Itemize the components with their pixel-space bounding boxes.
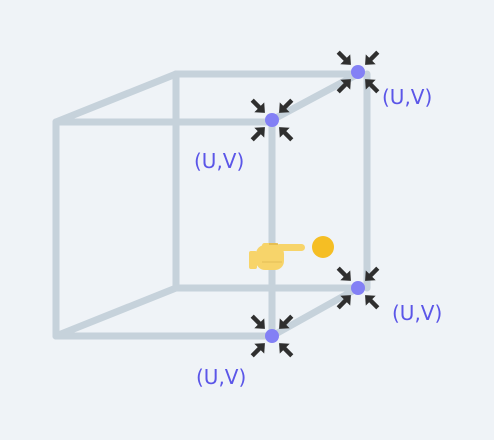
vertex-dot[interactable] <box>351 65 365 79</box>
inward-arrow-icon <box>279 314 294 329</box>
inward-arrow-icon <box>250 314 265 329</box>
inward-arrow-icon <box>250 98 265 113</box>
selected-vertex[interactable] <box>247 311 296 360</box>
inward-arrow-icon <box>336 50 351 65</box>
uv-label: (U,V) <box>382 85 432 109</box>
pointing-hand-icon <box>249 243 305 270</box>
cube-wireframe <box>52 70 371 340</box>
selected-vertex[interactable] <box>247 95 296 144</box>
selected-vertex[interactable] <box>333 263 382 312</box>
uv-label: (U,V) <box>196 365 246 389</box>
inward-arrow-icon <box>279 127 294 142</box>
target-dot <box>312 236 334 258</box>
inward-arrow-icon <box>365 266 380 281</box>
inward-arrow-icon <box>250 343 265 358</box>
inward-arrow-icon <box>336 266 351 281</box>
inward-arrow-icon <box>279 98 294 113</box>
vertex-dot[interactable] <box>351 281 365 295</box>
vertex-dot[interactable] <box>265 113 279 127</box>
selected-vertex[interactable] <box>333 47 382 96</box>
inward-arrow-icon <box>365 295 380 310</box>
inward-arrow-icon <box>336 79 351 94</box>
cube-edge <box>52 284 180 340</box>
inward-arrow-icon <box>250 127 265 142</box>
cube-edge <box>268 284 362 340</box>
inward-arrow-icon <box>365 50 380 65</box>
uv-label: (U,V) <box>194 149 244 173</box>
inward-arrow-icon <box>365 79 380 94</box>
uv-label: (U,V) <box>392 301 442 325</box>
cube-edge <box>52 70 180 126</box>
inward-arrow-icon <box>336 295 351 310</box>
vertex-dot[interactable] <box>265 329 279 343</box>
inward-arrow-icon <box>279 343 294 358</box>
